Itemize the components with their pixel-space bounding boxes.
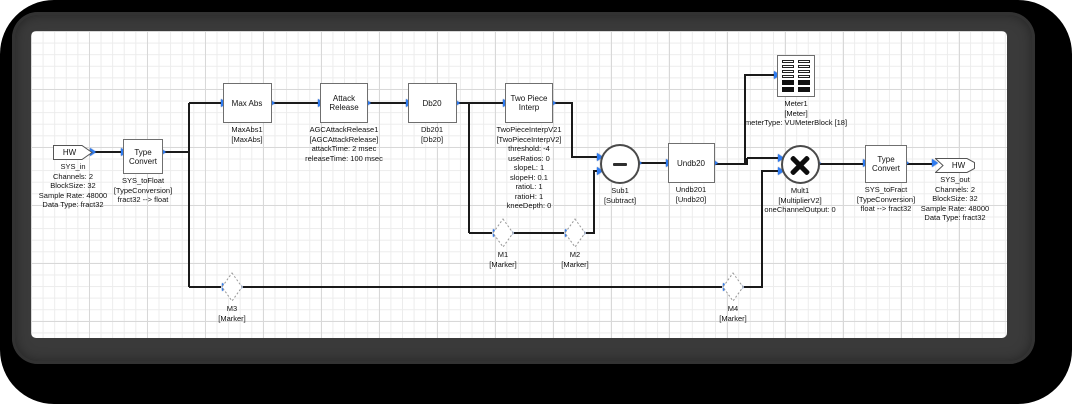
block-marker-m3[interactable]: M3[Marker] xyxy=(162,272,302,323)
block-caption: M2[Marker] xyxy=(561,250,589,269)
marker-diamond-icon[interactable] xyxy=(221,272,243,302)
block-label: Type Convert xyxy=(871,155,900,173)
wire[interactable] xyxy=(368,102,408,104)
wire[interactable] xyxy=(744,74,777,76)
output-pin-icon[interactable] xyxy=(269,99,275,107)
block-marker-m4[interactable]: M4[Marker] xyxy=(663,272,803,323)
block-undb20[interactable]: Undb20 Undb201[Undb20] xyxy=(621,143,761,204)
marker-diamond-icon[interactable] xyxy=(564,218,586,248)
block-caption: M3[Marker] xyxy=(218,304,246,323)
wire[interactable] xyxy=(746,158,748,164)
wire[interactable] xyxy=(469,232,492,234)
wire[interactable] xyxy=(593,171,595,234)
block-marker-m1[interactable]: M1[Marker] xyxy=(433,218,573,269)
block-sys-to-float[interactable]: Type Convert SYS_toFloat[TypeConversion]… xyxy=(73,139,213,205)
block-label: Undb20 xyxy=(676,158,706,168)
block-label: HW xyxy=(951,161,966,170)
wire[interactable] xyxy=(468,103,470,233)
block-two-piece-interp[interactable]: Two Piece Interp TwoPieceInterpV21[TwoPi… xyxy=(459,83,599,211)
minus-icon xyxy=(613,162,627,166)
output-pin-icon[interactable] xyxy=(90,148,96,156)
block-caption: Sub1[Subtract] xyxy=(603,186,637,205)
wire[interactable] xyxy=(93,151,123,153)
block-attack-release[interactable]: Attack Release AGCAttackRelease1[AGCAtta… xyxy=(274,83,414,163)
block-max-abs[interactable]: Max Abs MaxAbs1[MaxAbs] xyxy=(177,83,317,144)
wire[interactable] xyxy=(907,163,935,165)
block-label: Attack Release xyxy=(329,94,359,112)
block-caption: MaxAbs1[MaxAbs] xyxy=(231,125,263,144)
wire[interactable] xyxy=(744,286,763,288)
wire[interactable] xyxy=(640,162,668,164)
wire[interactable] xyxy=(553,102,573,104)
multiply-icon xyxy=(788,153,812,177)
block-label: Db20 xyxy=(422,98,442,108)
block-label: Max Abs xyxy=(231,98,263,108)
hw-tag-shape-icon xyxy=(935,158,975,173)
block-caption: M4[Marker] xyxy=(719,304,747,323)
vu-meter-icon xyxy=(782,60,810,92)
block-caption: Mult1[MultiplierV2]oneChannelOutput: 0 xyxy=(764,186,836,214)
hw-input-tag[interactable]: HW xyxy=(53,145,93,160)
wire[interactable] xyxy=(188,103,190,287)
wire[interactable] xyxy=(715,163,748,165)
wire[interactable] xyxy=(761,171,763,287)
block-caption: TwoPieceInterpV21[TwoPieceInterpV2]thres… xyxy=(496,125,562,210)
block-sys-to-fract[interactable]: Type Convert SYS_toFract[TypeConversion]… xyxy=(816,145,956,214)
wire[interactable] xyxy=(819,163,865,165)
block-db20[interactable]: Db20 Db201[Db20] xyxy=(362,83,502,144)
block-label: Type Convert xyxy=(128,147,157,166)
wire[interactable] xyxy=(189,102,223,104)
block-caption: Undb201[Undb20] xyxy=(675,185,707,204)
wire[interactable] xyxy=(272,102,320,104)
input-pin-icon[interactable] xyxy=(597,167,603,175)
block-marker-m2[interactable]: M2[Marker] xyxy=(505,218,645,269)
wire[interactable] xyxy=(243,286,722,288)
output-pin-icon[interactable] xyxy=(712,159,718,167)
block-caption: SYS_toFract[TypeConversion]float --> fra… xyxy=(856,185,916,213)
wire[interactable] xyxy=(744,75,746,164)
wire[interactable] xyxy=(761,170,783,172)
block-caption: Db201[Db20] xyxy=(420,125,444,144)
output-pin-icon[interactable] xyxy=(550,99,556,107)
wire[interactable] xyxy=(189,286,221,288)
block-label: Two Piece Interp xyxy=(510,94,548,112)
block-caption: M1[Marker] xyxy=(489,250,517,269)
block-label: HW xyxy=(62,148,77,157)
output-pin-icon[interactable] xyxy=(365,99,371,107)
marker-diamond-icon[interactable] xyxy=(722,272,744,302)
block-caption: AGCAttackRelease1[AGCAttackRelease]attac… xyxy=(305,125,383,163)
output-pin-icon[interactable] xyxy=(454,99,460,107)
wire[interactable] xyxy=(747,157,782,159)
block-caption: SYS_toFloat[TypeConversion]fract32 --> f… xyxy=(113,176,173,204)
wire[interactable] xyxy=(163,151,190,153)
wire[interactable] xyxy=(457,102,505,104)
wire[interactable] xyxy=(571,103,573,157)
input-pin-icon[interactable] xyxy=(778,167,784,175)
hw-output-tag[interactable]: HW xyxy=(935,158,975,173)
block-subtract[interactable]: Sub1[Subtract] xyxy=(550,144,690,205)
output-pin-icon[interactable] xyxy=(160,148,166,156)
input-pin-icon[interactable] xyxy=(932,159,938,167)
marker-diamond-icon[interactable] xyxy=(492,218,514,248)
block-multiplier[interactable]: Mult1[MultiplierV2]oneChannelOutput: 0 xyxy=(730,145,870,215)
block-meter[interactable]: Meter1[Meter]meterType: VUMeterBlock [18… xyxy=(726,55,866,128)
wire[interactable] xyxy=(586,232,595,234)
hw-tag-shape-icon xyxy=(53,145,93,160)
block-caption: Meter1[Meter]meterType: VUMeterBlock [18… xyxy=(744,99,848,127)
wire[interactable] xyxy=(571,156,602,158)
wire[interactable] xyxy=(514,232,564,234)
